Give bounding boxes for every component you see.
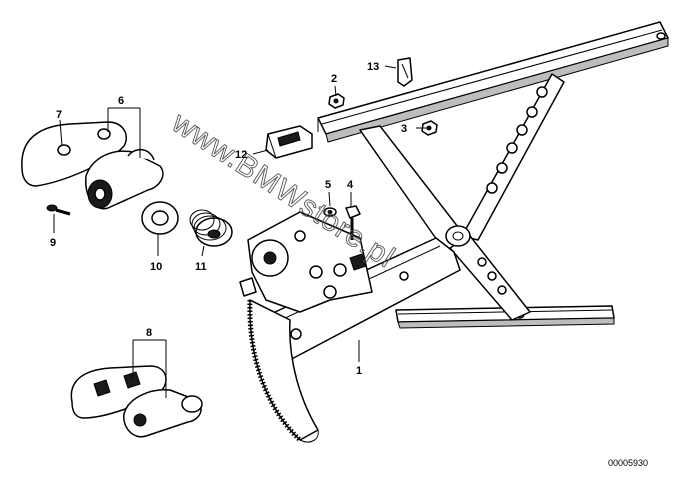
callout-2: 2: [331, 73, 337, 85]
crank-handle-variant: [70, 365, 203, 438]
toothed-quadrant: [247, 299, 319, 443]
callout-7: 7: [56, 109, 62, 121]
scissor-arm-lower: [445, 225, 531, 321]
gear-teeth: [247, 299, 302, 442]
callout-3: 3: [401, 123, 407, 135]
stop-clip: [397, 57, 413, 87]
callout-11: 11: [195, 261, 207, 273]
callout-12: 12: [235, 149, 247, 161]
callout-labels: 1 2 3 4 5 6 7 8 9 10 11 12 13: [50, 61, 407, 377]
bolt: [345, 205, 361, 240]
callout-1: 1: [356, 365, 362, 377]
slider-clip: [265, 125, 313, 159]
escutcheon-ring: [141, 201, 179, 235]
coil-spring: [189, 209, 233, 247]
callout-9: 9: [50, 237, 56, 249]
drawing-code: 00005930: [608, 458, 648, 468]
callout-4: 4: [347, 179, 354, 191]
scissor-arm-lift: [359, 73, 565, 257]
upper-window-rail: [317, 21, 669, 143]
leader-lines: [53, 65, 430, 398]
callout-5: 5: [325, 179, 331, 191]
lower-guide-rail: [395, 305, 615, 329]
nut-upper: [328, 93, 345, 109]
screw: [46, 204, 71, 216]
window-crank-handle: [21, 121, 164, 210]
callout-10: 10: [150, 261, 162, 273]
callout-8: 8: [146, 327, 152, 339]
washer: [323, 207, 337, 217]
callout-13: 13: [367, 61, 379, 73]
regulator-base-plate: [239, 211, 373, 313]
callout-6: 6: [118, 95, 124, 107]
